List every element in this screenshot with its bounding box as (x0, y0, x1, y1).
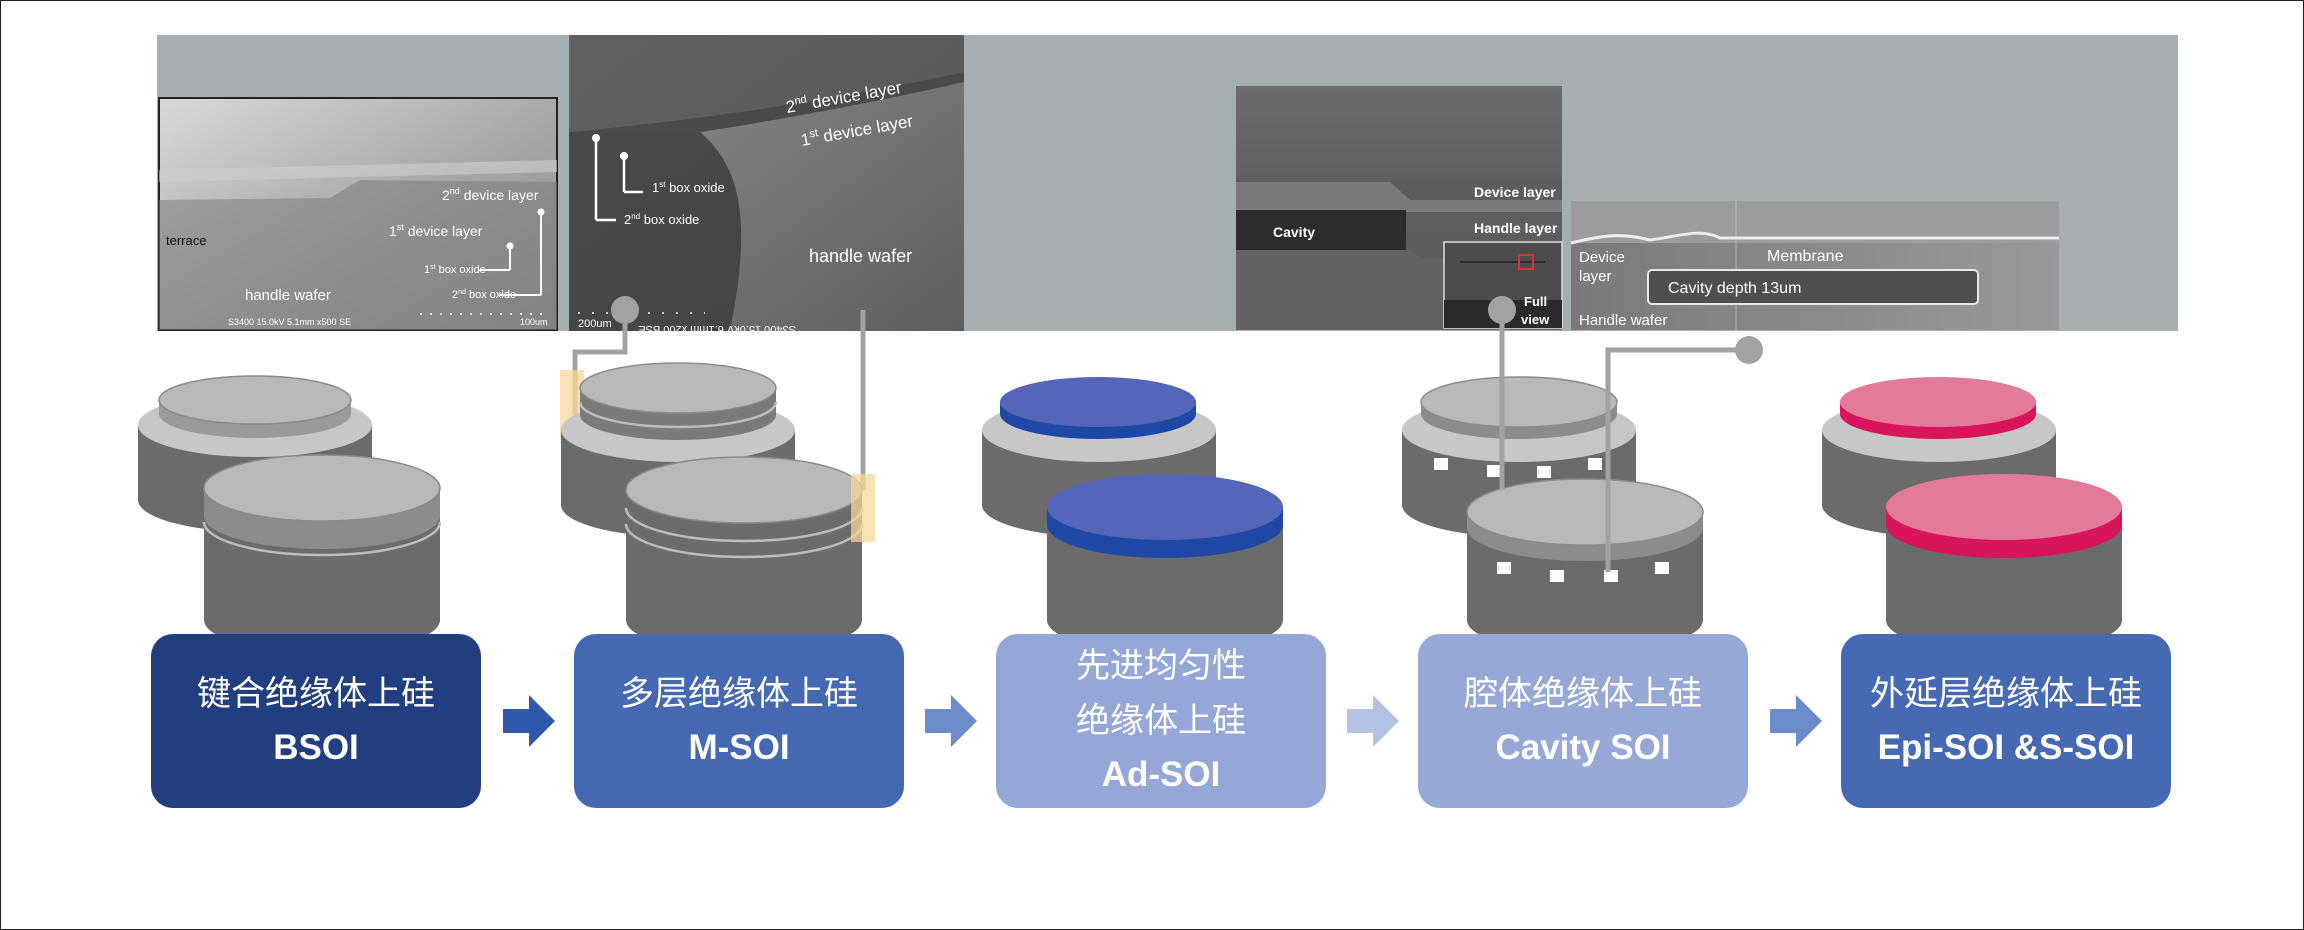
arrow-right-icon (1770, 695, 1822, 747)
stage-label-en: Cavity SOI (1495, 728, 1671, 768)
wafer-stack-bsoi (138, 375, 442, 653)
wafer-stack-adsoi (982, 377, 1283, 653)
svg-text:200um: 200um (578, 318, 612, 330)
svg-text:2nd box oxide: 2nd box oxide (452, 289, 516, 301)
sem-image-cavity-membrane: Device layer Membrane Cavity depth 13um … (1570, 201, 2059, 330)
svg-text:Membrane: Membrane (1767, 248, 1844, 265)
callout-dot (611, 296, 639, 324)
stage-label-cn: 外延层绝缘体上硅 (1870, 673, 2142, 714)
callout-dot (1488, 296, 1516, 324)
handle-wafer-label: handle wafer (245, 287, 331, 304)
svg-text:1st device layer: 1st device layer (389, 222, 483, 239)
terrace-label: terrace (166, 233, 206, 248)
stage-label-en: Epi-SOI &S-SOI (1877, 728, 2135, 768)
svg-text:2nd box oxide: 2nd box oxide (624, 212, 699, 227)
wafer-back (1402, 376, 1636, 537)
svg-text:2nd device layer: 2nd device layer (442, 186, 539, 203)
arrow-right-icon (925, 695, 977, 747)
sem-image-cavity-cross-section: Cavity Device layer Handle layer Full vi… (1236, 86, 1563, 330)
stage-label-en: Ad-SOI (1101, 755, 1221, 795)
svg-text:1st box oxide: 1st box oxide (652, 180, 725, 195)
wafer-front (624, 456, 864, 653)
stage-box-bsoi: 键合绝缘体上硅 BSOI (151, 634, 481, 808)
stage-label-en: BSOI (273, 728, 359, 768)
svg-text:Device layer: Device layer (1474, 184, 1556, 200)
stage-label-cn-line2: 绝缘体上硅 (1076, 700, 1246, 741)
arrow-right-icon (1347, 695, 1399, 747)
wafer-stack-msoi (560, 362, 875, 653)
stage-box-adsoi: 先进均匀性 绝缘体上硅 Ad-SOI (996, 634, 1326, 808)
stage-label-cn-line1: 先进均匀性 (1076, 646, 1246, 687)
stage-box-msoi: 多层绝缘体上硅 M-SOI (574, 634, 904, 808)
svg-text:S3400 15.0kV 6.1mm x200 BSE: S3400 15.0kV 6.1mm x200 BSE (638, 323, 796, 335)
sem-image-bsoi: 2nd device layer 1st device layer 1st bo… (158, 97, 558, 331)
stage-label-cn: 多层绝缘体上硅 (620, 673, 858, 714)
wafer-stack-cavity-soi (1402, 330, 1749, 653)
svg-text:Cavity depth 13um: Cavity depth 13um (1668, 280, 1801, 297)
wafer-front (1466, 478, 1704, 653)
stage-box-epi-soi: 外延层绝缘体上硅 Epi-SOI &S-SOI (1841, 634, 2171, 808)
stage-label-en: M-SOI (688, 728, 790, 768)
svg-text:Cavity: Cavity (1273, 224, 1315, 240)
svg-text:1st box oxide: 1st box oxide (424, 264, 486, 276)
svg-text:handle wafer: handle wafer (809, 246, 912, 266)
arrow-right-icon (503, 695, 555, 747)
svg-text:layer: layer (1579, 268, 1612, 285)
sem-image-msoi: 2nd device layer 1st device layer 1st bo… (569, 35, 964, 335)
stage-label-cn: 键合绝缘体上硅 (197, 673, 435, 714)
svg-text:Handle layer: Handle layer (1474, 220, 1558, 236)
svg-text:Handle wafer: Handle wafer (1579, 312, 1667, 329)
stage-box-cavity-soi: 腔体绝缘体上硅 Cavity SOI (1418, 634, 1748, 808)
svg-text:100um: 100um (520, 317, 548, 327)
svg-text:Full: Full (1524, 294, 1547, 309)
wafer-stack-epi-soi (1822, 377, 2122, 653)
svg-text:S3400 15.0kV 5.1mm x500 SE: S3400 15.0kV 5.1mm x500 SE (228, 317, 351, 327)
wafer-front (1047, 474, 1283, 653)
wafer-front (1886, 474, 2122, 653)
stage-label-cn: 腔体绝缘体上硅 (1464, 673, 1702, 714)
svg-text:Device: Device (1579, 249, 1625, 266)
svg-text:view: view (1521, 312, 1550, 327)
wafer-front (202, 454, 442, 653)
